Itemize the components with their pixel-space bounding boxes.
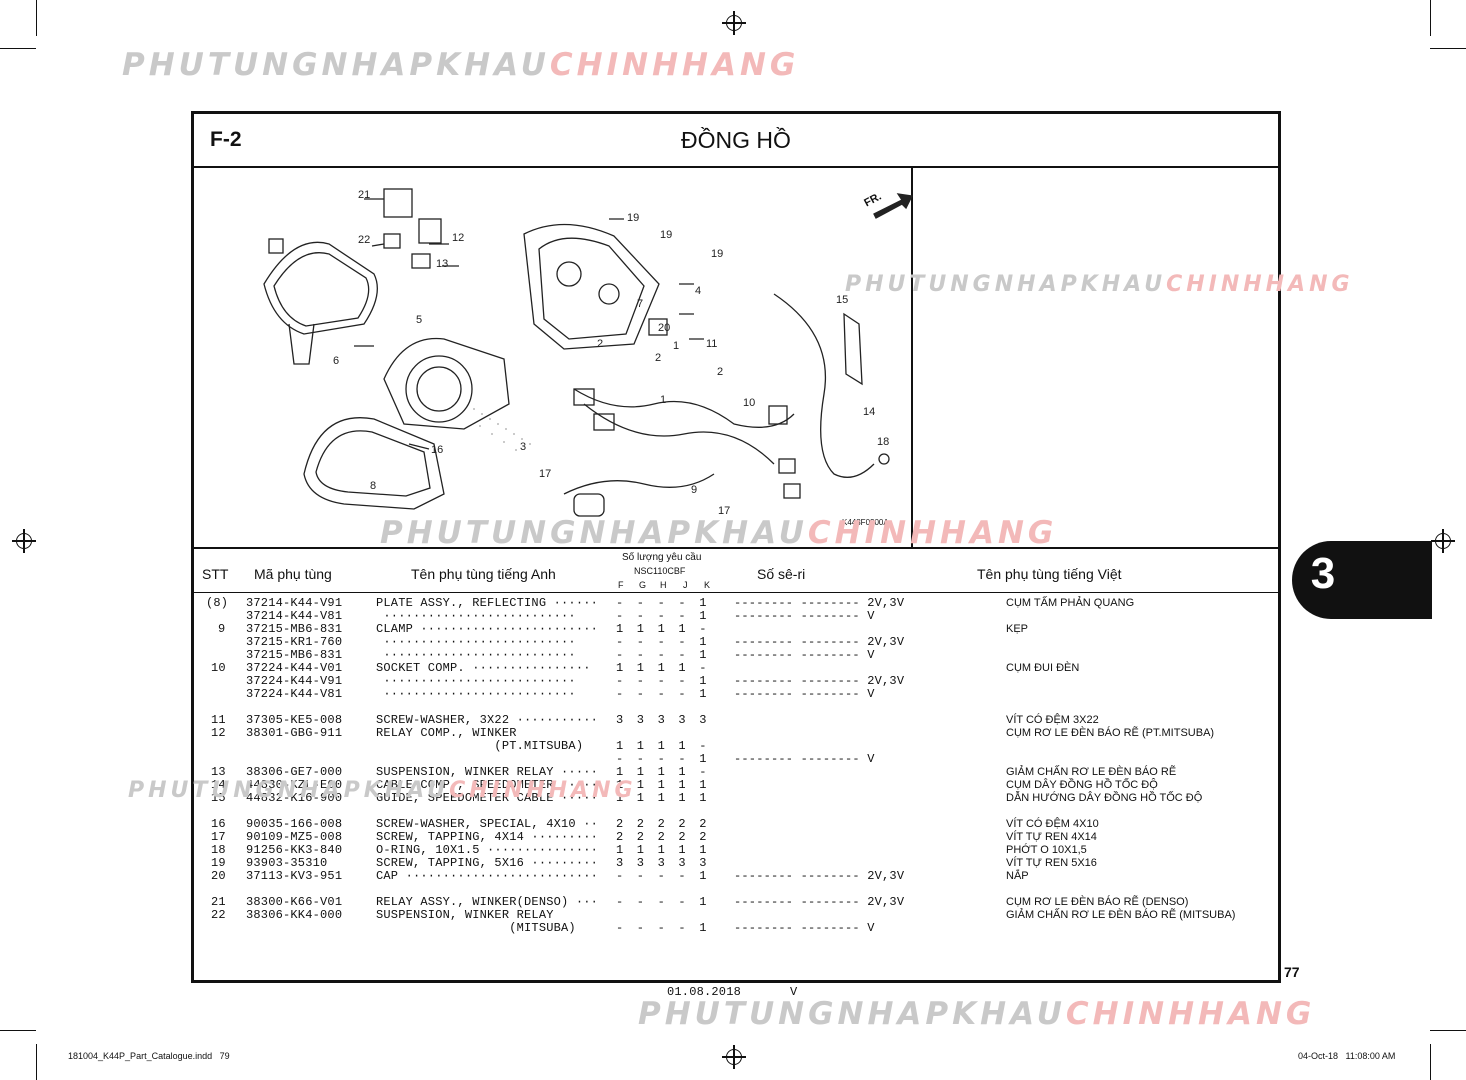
callout: 2 xyxy=(597,338,604,350)
callout: 9 xyxy=(691,484,698,496)
col-type-j: J xyxy=(683,580,688,590)
callout: 19 xyxy=(660,229,673,241)
callout: 3 xyxy=(520,441,527,453)
section-tab: 3 xyxy=(1292,541,1432,619)
col-serial: Số sê-ri xyxy=(757,566,806,582)
col-type-g: G xyxy=(639,580,647,590)
callout: 20 xyxy=(658,322,671,334)
col-name-vi: Tên phụ tùng tiếng Việt xyxy=(977,566,1122,582)
page-title: ĐỒNG HỒ xyxy=(681,127,791,153)
crop-mark xyxy=(1430,48,1466,49)
callout: 13 xyxy=(436,258,449,270)
figure-code: K448F0200A xyxy=(842,518,889,527)
callout: 2 xyxy=(717,366,724,378)
callout: 17 xyxy=(718,505,731,517)
watermark: PHUTUNGNHAPKHAUCHINHHANG xyxy=(380,515,1058,551)
callout: 4 xyxy=(695,285,702,297)
registration-mark-bottom xyxy=(722,1045,746,1069)
exploded-parts-diagram xyxy=(263,188,913,517)
col-type-h: H xyxy=(660,580,667,590)
callout: 10 xyxy=(743,397,756,409)
footer-date: 01.08.2018 xyxy=(667,985,742,999)
crop-mark xyxy=(36,1044,37,1080)
col-type-f: F xyxy=(618,580,624,590)
callout: 14 xyxy=(863,406,876,418)
diagram-divider xyxy=(911,168,913,547)
table-divider xyxy=(194,547,1278,549)
callout: 21 xyxy=(358,189,371,201)
header-rule xyxy=(194,592,1278,593)
callout: 19 xyxy=(711,248,724,260)
callout: 7 xyxy=(637,298,644,310)
callout: 2 xyxy=(655,352,662,364)
registration-mark-left xyxy=(12,529,36,553)
crop-mark xyxy=(36,0,37,36)
section-code: F-2 xyxy=(210,128,242,151)
col-type-k: K xyxy=(704,580,711,590)
footer-version: V xyxy=(790,985,798,999)
file-info: 181004_K44P_Part_Catalogue.indd 79 xyxy=(68,1051,230,1061)
watermark: PHUTUNGNHAPKHAUCHINHHANG xyxy=(638,996,1316,1032)
callout: 6 xyxy=(333,355,340,367)
watermark: PHUTUNGNHAPKHAUCHINHHANG xyxy=(122,47,800,83)
crop-mark xyxy=(1430,0,1431,36)
callout: 18 xyxy=(877,436,890,448)
crop-mark xyxy=(0,1030,36,1031)
print-timestamp: 04-Oct-18 11:08:00 AM xyxy=(1298,1051,1396,1061)
header-divider xyxy=(194,166,1278,168)
callout: 1 xyxy=(660,394,667,406)
catalogue-frame: F-2 ĐỒNG HỒ xyxy=(191,111,1281,983)
page-number: 77 xyxy=(1284,964,1300,980)
crop-mark xyxy=(1430,1030,1466,1031)
callout: 15 xyxy=(836,294,849,306)
callout: 22 xyxy=(358,234,371,246)
registration-mark-right xyxy=(1431,529,1455,553)
registration-mark-top xyxy=(722,11,746,35)
col-model: NSC110CBF xyxy=(634,566,686,576)
col-qty-title: Số lượng yêu cầu xyxy=(622,552,702,563)
crop-mark xyxy=(0,48,36,49)
crop-mark xyxy=(1430,1044,1431,1080)
col-stt: STT xyxy=(202,566,229,582)
callout: 17 xyxy=(539,468,552,480)
callout: 12 xyxy=(452,232,465,244)
callout: 11 xyxy=(706,338,718,350)
watermark: PHUTUNGNHAPKHAUCHINHHANG xyxy=(128,778,637,803)
col-name-en: Tên phụ tùng tiếng Anh xyxy=(411,566,556,582)
callout: 16 xyxy=(431,444,444,456)
callout: 8 xyxy=(370,480,377,492)
col-part-no: Mã phụ tùng xyxy=(254,566,332,582)
callout: 1 xyxy=(673,340,680,352)
watermark: PHUTUNGNHAPKHAUCHINHHANG xyxy=(845,272,1354,297)
callout: 5 xyxy=(416,314,423,326)
callout: 19 xyxy=(627,212,640,224)
